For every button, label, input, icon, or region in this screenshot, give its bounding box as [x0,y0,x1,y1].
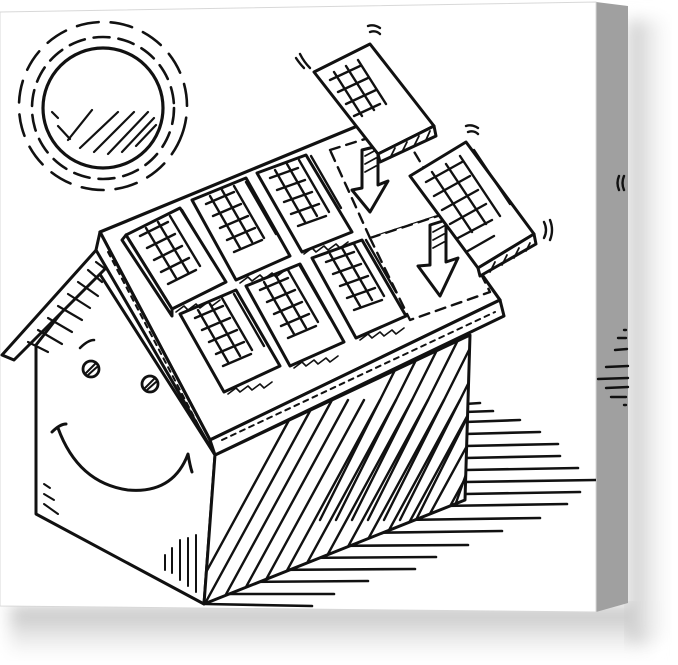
falling-solar-panel [408,124,554,278]
house-body [34,266,472,606]
installed-solar-panels [120,153,408,395]
smile [50,422,194,492]
canvas-shadow [10,20,668,656]
house-face [50,338,194,492]
solar-panel [190,176,292,282]
ground-shadow-hatching [204,401,596,608]
solar-panel [120,206,228,318]
falling-solar-panel [294,24,438,164]
front-corner-strokes [43,483,197,593]
side-wrap-strokes [596,174,630,407]
solar-panel [178,288,282,394]
left-eyebrow-stroke [78,338,96,350]
sun-icon [17,20,189,192]
solar-panel [310,238,408,340]
solar-panel [244,262,346,368]
canvas-side-panel [596,2,628,612]
solar-panel [255,153,354,254]
